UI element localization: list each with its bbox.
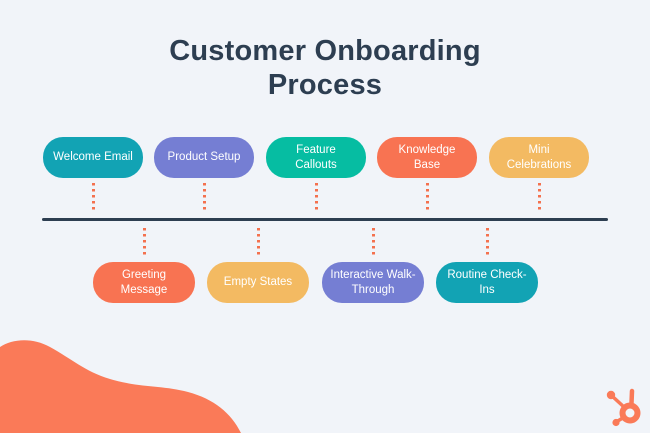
dotted-connector [92, 183, 95, 211]
timeline-axis [42, 218, 608, 221]
stage-pill-feature-callouts: Feature Callouts [266, 137, 366, 178]
dotted-connector [538, 183, 541, 211]
page-title: Customer Onboarding Process [169, 35, 481, 101]
stage-pill-product-setup: Product Setup [154, 137, 254, 178]
hubspot-sprocket-icon [606, 388, 641, 427]
stage-pill-mini-celebrations: Mini Celebrations [489, 137, 589, 178]
stage-pill-label: Welcome Email [53, 151, 133, 163]
stage-pill-label: Feature Callouts [295, 143, 337, 171]
stage-pill-label: Empty States [223, 276, 293, 288]
sprocket-glyph [606, 388, 641, 427]
stage-pill-knowledge-base: Knowledge Base [377, 137, 477, 178]
stage-pill-label: Knowledge Base [398, 143, 456, 171]
dotted-connector [315, 183, 318, 211]
stage-pill-interactive-walk-through: Interactive Walk-Through [322, 262, 424, 303]
stage-pill-greeting-message: Greeting Message [93, 262, 195, 303]
stage-pill-label: Mini Celebrations [506, 143, 572, 171]
stage-pill-label: Interactive Walk-Through [330, 268, 416, 296]
stage-pill-label: Routine Check-Ins [447, 268, 527, 296]
stage-pill-routine-check-ins: Routine Check-Ins [436, 262, 538, 303]
dotted-connector [486, 228, 489, 258]
stage-pill-empty-states: Empty States [207, 262, 309, 303]
dotted-connector [426, 183, 429, 211]
corner-blob-decoration [0, 340, 241, 433]
dotted-connector [203, 183, 206, 211]
stage-pill-label: Product Setup [167, 151, 241, 163]
dotted-connector [257, 228, 260, 258]
stage-pill-label: Greeting Message [120, 268, 168, 296]
dotted-connector [143, 228, 146, 258]
dotted-connector [372, 228, 375, 258]
stage-pill-welcome-email: Welcome Email [43, 137, 143, 178]
blob-shape [0, 340, 241, 433]
